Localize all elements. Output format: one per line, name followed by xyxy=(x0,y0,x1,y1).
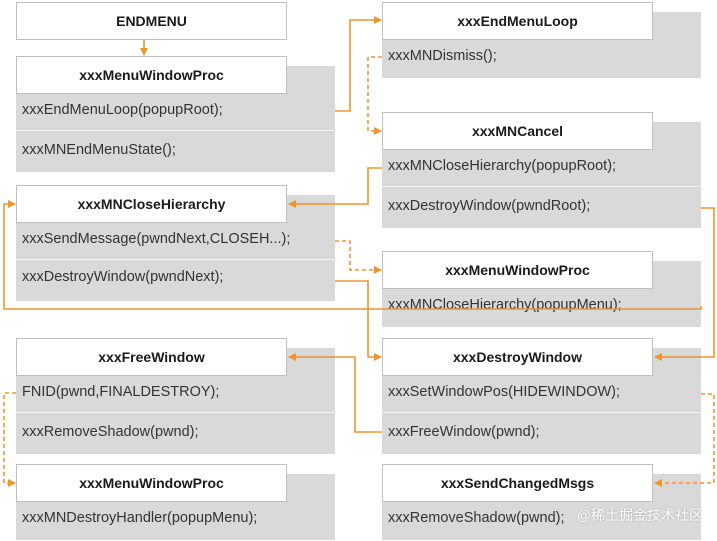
call-mn-end-menu-state: xxxMNEndMenuState(); xyxy=(22,142,176,158)
call-end-menu-loop: xxxEndMenuLoop(popupRoot); xyxy=(22,102,223,118)
close-hierarchy-node: xxxMNCloseHierarchy xxxSendMessage(pwndN… xyxy=(16,185,335,301)
call-free-window: xxxFreeWindow(pwnd); xyxy=(388,424,540,440)
call-mn-destroy-handler: xxxMNDestroyHandler(popupMenu); xyxy=(22,510,258,526)
destroy-window-title: xxxDestroyWindow xyxy=(382,338,653,376)
menu-window-proc-title-1: xxxMenuWindowProc xyxy=(16,56,287,94)
menu-window-proc-node-1: xxxMenuWindowProc xxxEndMenuLoop(popupRo… xyxy=(16,56,335,172)
arrow-destroy-root-to-destroy-window xyxy=(654,207,715,361)
menu-window-proc-node-3: xxxMenuWindowProc xxxMNDestroyHandler(po… xyxy=(16,464,335,540)
call-remove-shadow-2: xxxRemoveShadow(pwnd); xyxy=(388,510,565,526)
arrow-dismiss-to-cancel xyxy=(367,56,382,135)
watermark-text: @稀土掘金技术社区 xyxy=(576,507,703,523)
close-hierarchy-title: xxxMNCloseHierarchy xyxy=(16,185,287,223)
destroy-window-node: xxxDestroyWindow xxxSetWindowPos(HIDEWIN… xyxy=(382,338,701,454)
arrow-recursive-close-hierarchy xyxy=(3,200,702,310)
menu-window-proc-node-2: xxxMenuWindowProc xxxMNCloseHierarchy(po… xyxy=(382,251,701,327)
mn-cancel-title: xxxMNCancel xyxy=(382,112,653,150)
arrow-sendmessage-to-menuwindowproc xyxy=(335,240,382,274)
endmenu-box: ENDMENU xyxy=(16,2,287,40)
call-destroy-window-root: xxxDestroyWindow(pwndRoot); xyxy=(388,198,591,214)
call-set-window-pos: xxxSetWindowPos(HIDEWINDOW); xyxy=(388,384,621,400)
mn-cancel-node: xxxMNCancel xxxMNCloseHierarchy(popupRoo… xyxy=(382,112,701,228)
menu-window-proc-title-2: xxxMenuWindowProc xyxy=(382,251,653,289)
arrow-fnid-to-menuwindowproc xyxy=(3,392,16,487)
call-close-hierarchy-root: xxxMNCloseHierarchy(popupRoot); xyxy=(388,158,617,174)
call-destroy-window-next: xxxDestroyWindow(pwndNext); xyxy=(22,269,224,285)
call-remove-shadow-1: xxxRemoveShadow(pwnd); xyxy=(22,424,199,440)
arrow-setwindowpos-to-sendchanged xyxy=(654,393,715,487)
arrow-destroy-next-to-destroy-window xyxy=(335,280,382,361)
free-window-title: xxxFreeWindow xyxy=(16,338,287,376)
send-changed-msgs-node: xxxSendChangedMsgs xxxRemoveShadow(pwnd)… xyxy=(382,464,701,540)
send-changed-msgs-title: xxxSendChangedMsgs xyxy=(382,464,653,502)
arrow-to-free-window xyxy=(288,353,382,433)
free-window-node: xxxFreeWindow FNID(pwnd,FINALDESTROY); x… xyxy=(16,338,335,454)
menu-window-proc-title-3: xxxMenuWindowProc xyxy=(16,464,287,502)
arrow-to-close-hierarchy xyxy=(288,167,382,208)
call-send-message: xxxSendMessage(pwndNext,CLOSEH...); xyxy=(22,231,291,247)
call-fnid: FNID(pwnd,FINALDESTROY); xyxy=(22,384,220,400)
call-mn-dismiss: xxxMNDismiss(); xyxy=(388,48,497,64)
end-menu-loop-title: xxxEndMenuLoop xyxy=(382,2,653,40)
arrow-to-end-menu-loop xyxy=(335,16,382,112)
end-menu-loop-node: xxxEndMenuLoop xxxMNDismiss(); xyxy=(382,2,701,78)
